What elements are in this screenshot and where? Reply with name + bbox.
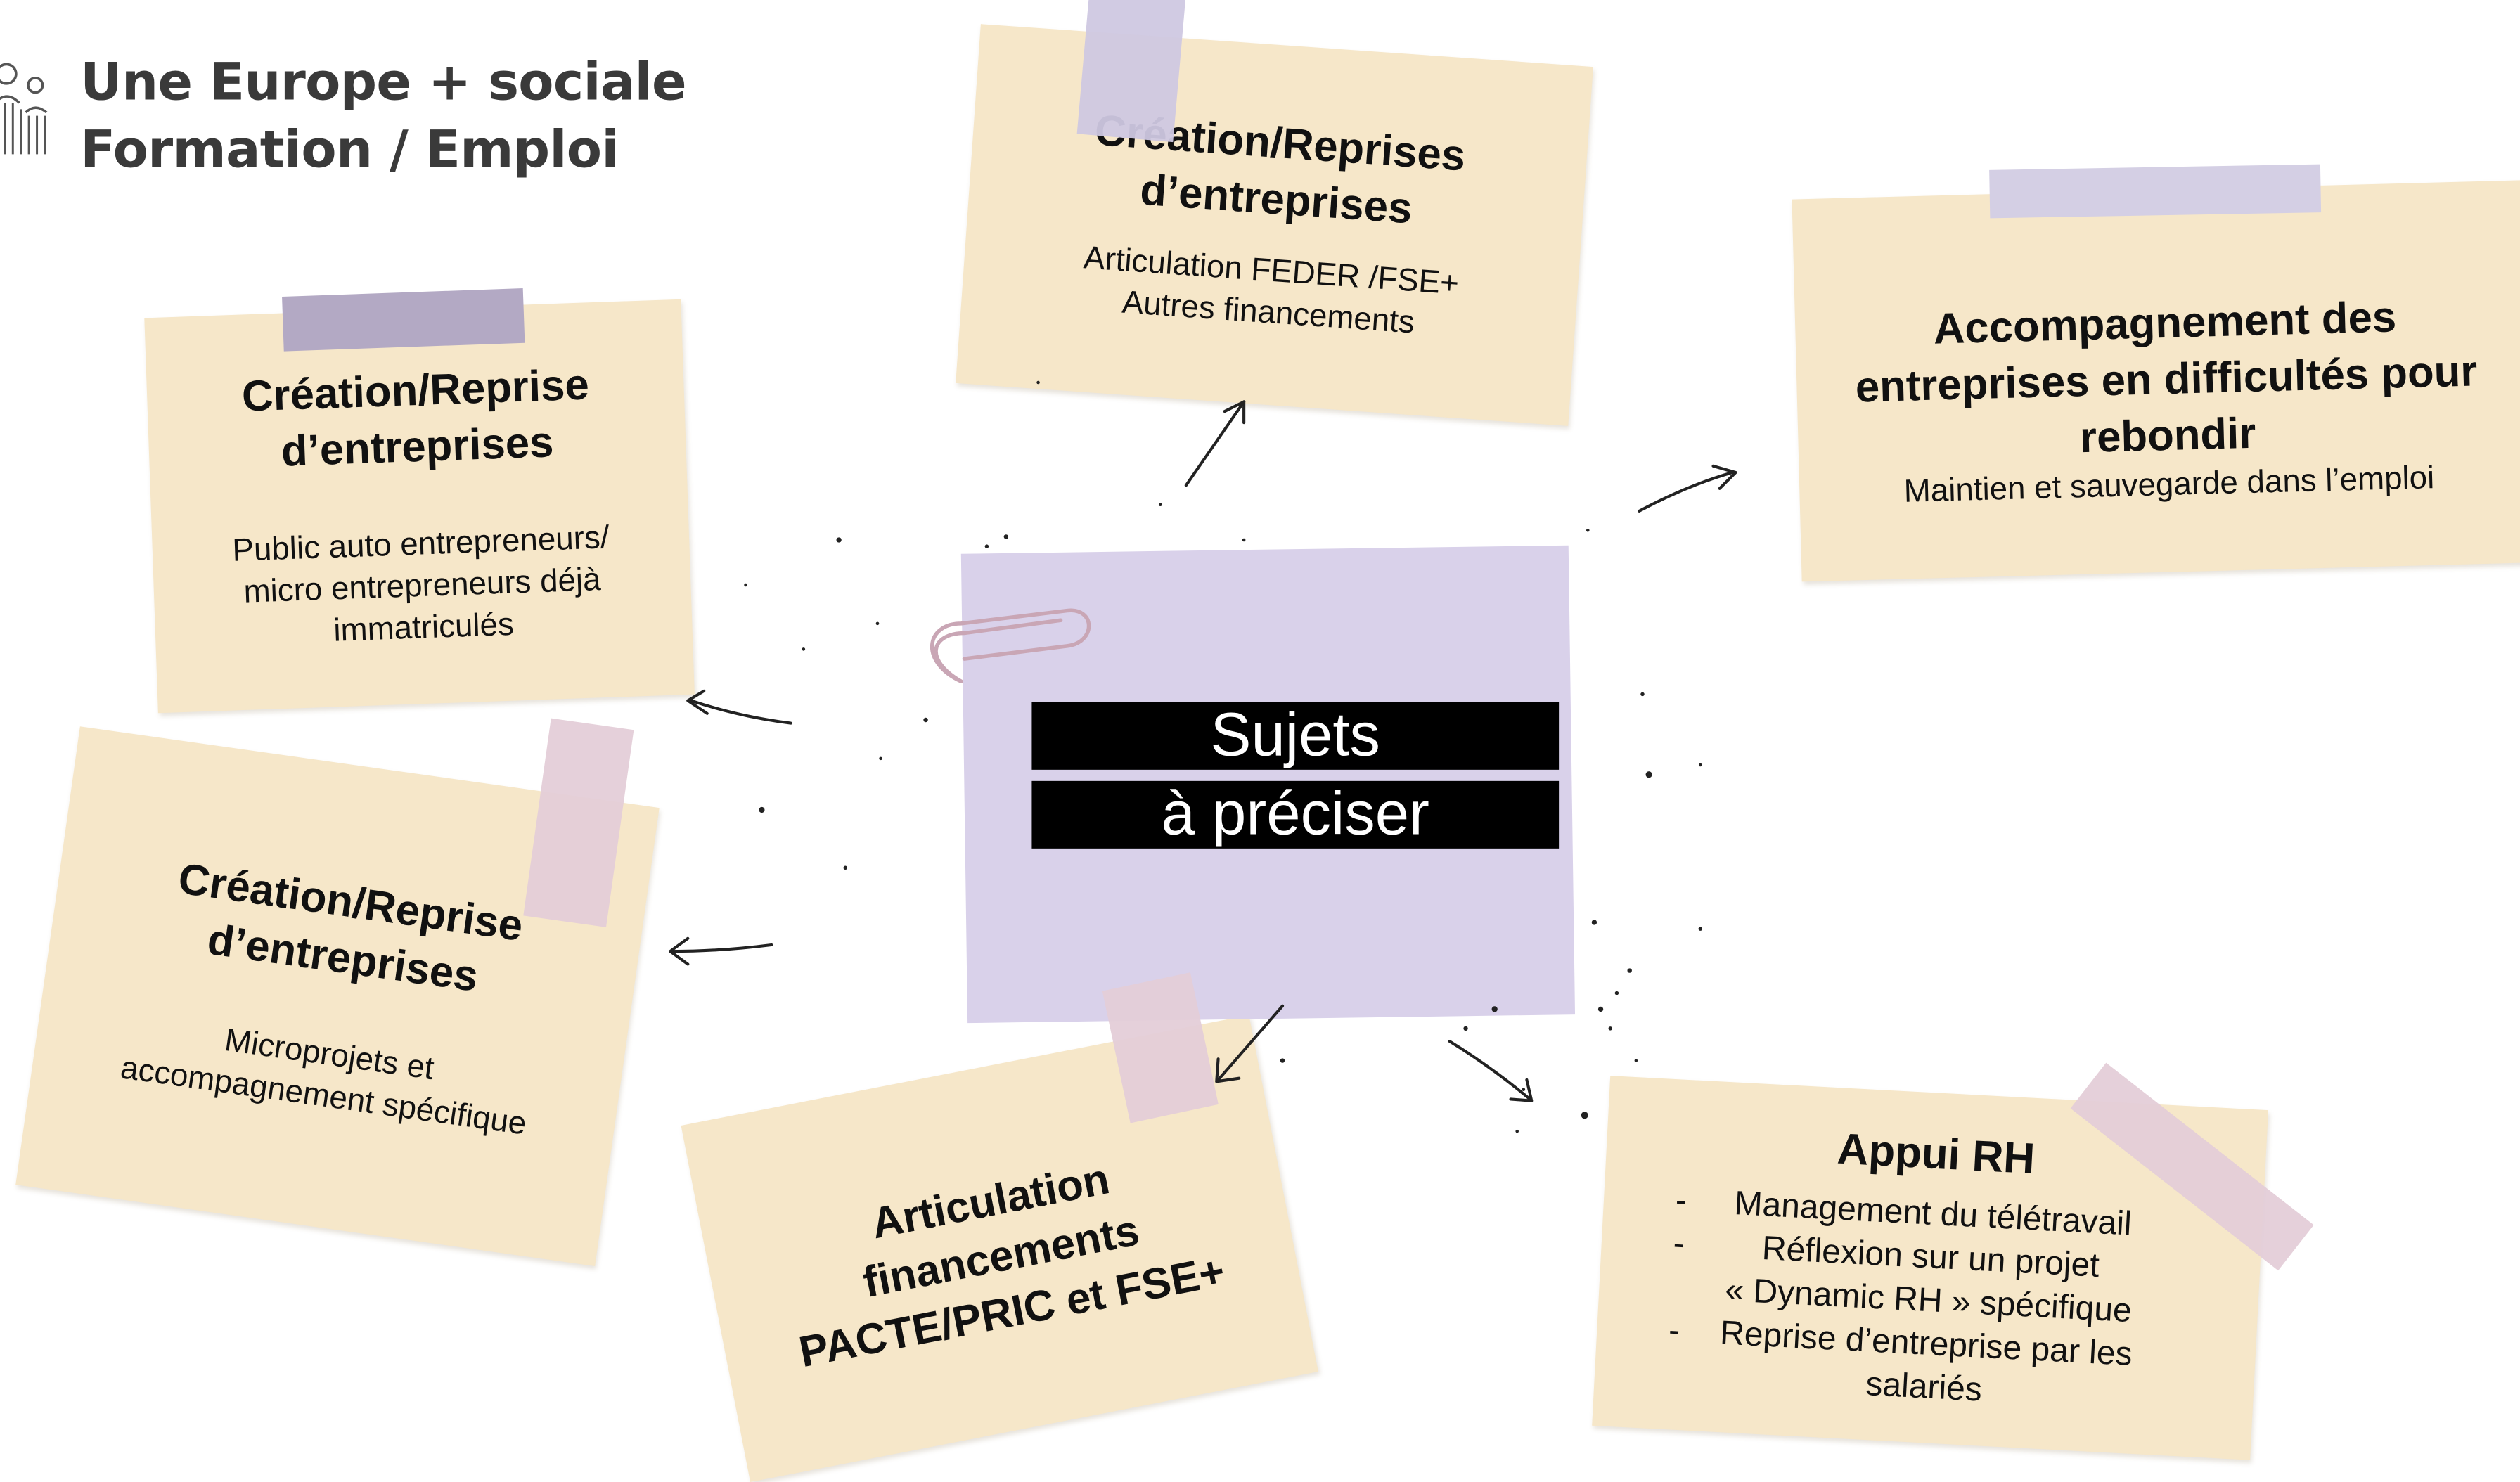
- people-chart-icon: [0, 63, 48, 155]
- arrow-to-bottom-right: [1448, 1040, 1534, 1102]
- title-line-1: Une Europe + sociale: [80, 51, 686, 112]
- arrow-to-bottom-center: [1215, 1004, 1285, 1083]
- paperclip-icon: [930, 608, 1091, 683]
- title-line-2: Formation / Emploi: [80, 119, 619, 180]
- arrow-to-top-center: [1184, 400, 1246, 487]
- center-title-line-2: à préciser: [1031, 780, 1560, 849]
- arrow-to-left-bottom: [669, 936, 773, 966]
- ink-speckles: [744, 380, 1703, 1133]
- center-title-line-1: Sujets: [1031, 702, 1560, 770]
- arrow-to-top-right: [1638, 464, 1737, 513]
- arrow-to-left-top: [686, 689, 792, 725]
- page-title: Une Europe + sociale Formation / Emploi: [80, 49, 755, 183]
